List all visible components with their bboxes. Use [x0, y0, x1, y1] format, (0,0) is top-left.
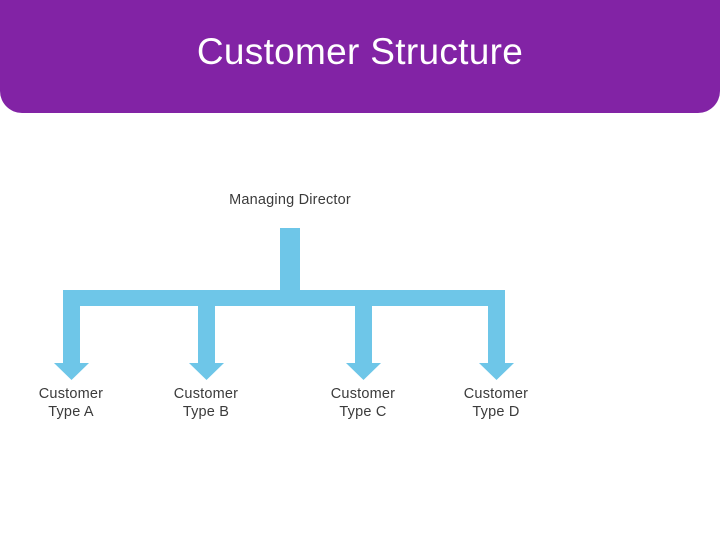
org-node-root-label: Managing Director [229, 192, 351, 208]
arrow-to-child-1 [54, 298, 89, 380]
org-node-child-3-line1: Customer [330, 386, 396, 402]
org-node-child-1-label: Customer Type A [11, 385, 131, 421]
org-node-child-3-line2: Type C [339, 404, 387, 420]
org-node-child-2-line2: Type B [182, 404, 230, 420]
org-node-child-2-line1: Customer [173, 386, 239, 402]
arrow-to-child-4 [479, 298, 514, 380]
arrow-to-child-2 [189, 298, 224, 380]
org-node-child-4-line1: Customer [463, 386, 529, 402]
org-chart-arrows [54, 228, 514, 380]
org-chart-diagram: Managing Director Customer Type A Custom… [0, 113, 720, 540]
connector-root-stem [280, 228, 300, 306]
org-node-child-4-label: Customer Type D [436, 385, 556, 421]
org-node-child-2-label: Customer Type B [146, 385, 266, 421]
connector-horizontal-bus [63, 290, 505, 306]
org-node-child-1-line1: Customer [38, 386, 104, 402]
slide-header-banner: Customer Structure [0, 0, 720, 113]
org-node-child-4-line2: Type D [472, 404, 520, 420]
page-title: Customer Structure [196, 31, 524, 72]
org-node-child-1-line2: Type A [48, 404, 94, 420]
arrow-to-child-3 [346, 298, 381, 380]
org-node-child-3-label: Customer Type C [303, 385, 423, 421]
